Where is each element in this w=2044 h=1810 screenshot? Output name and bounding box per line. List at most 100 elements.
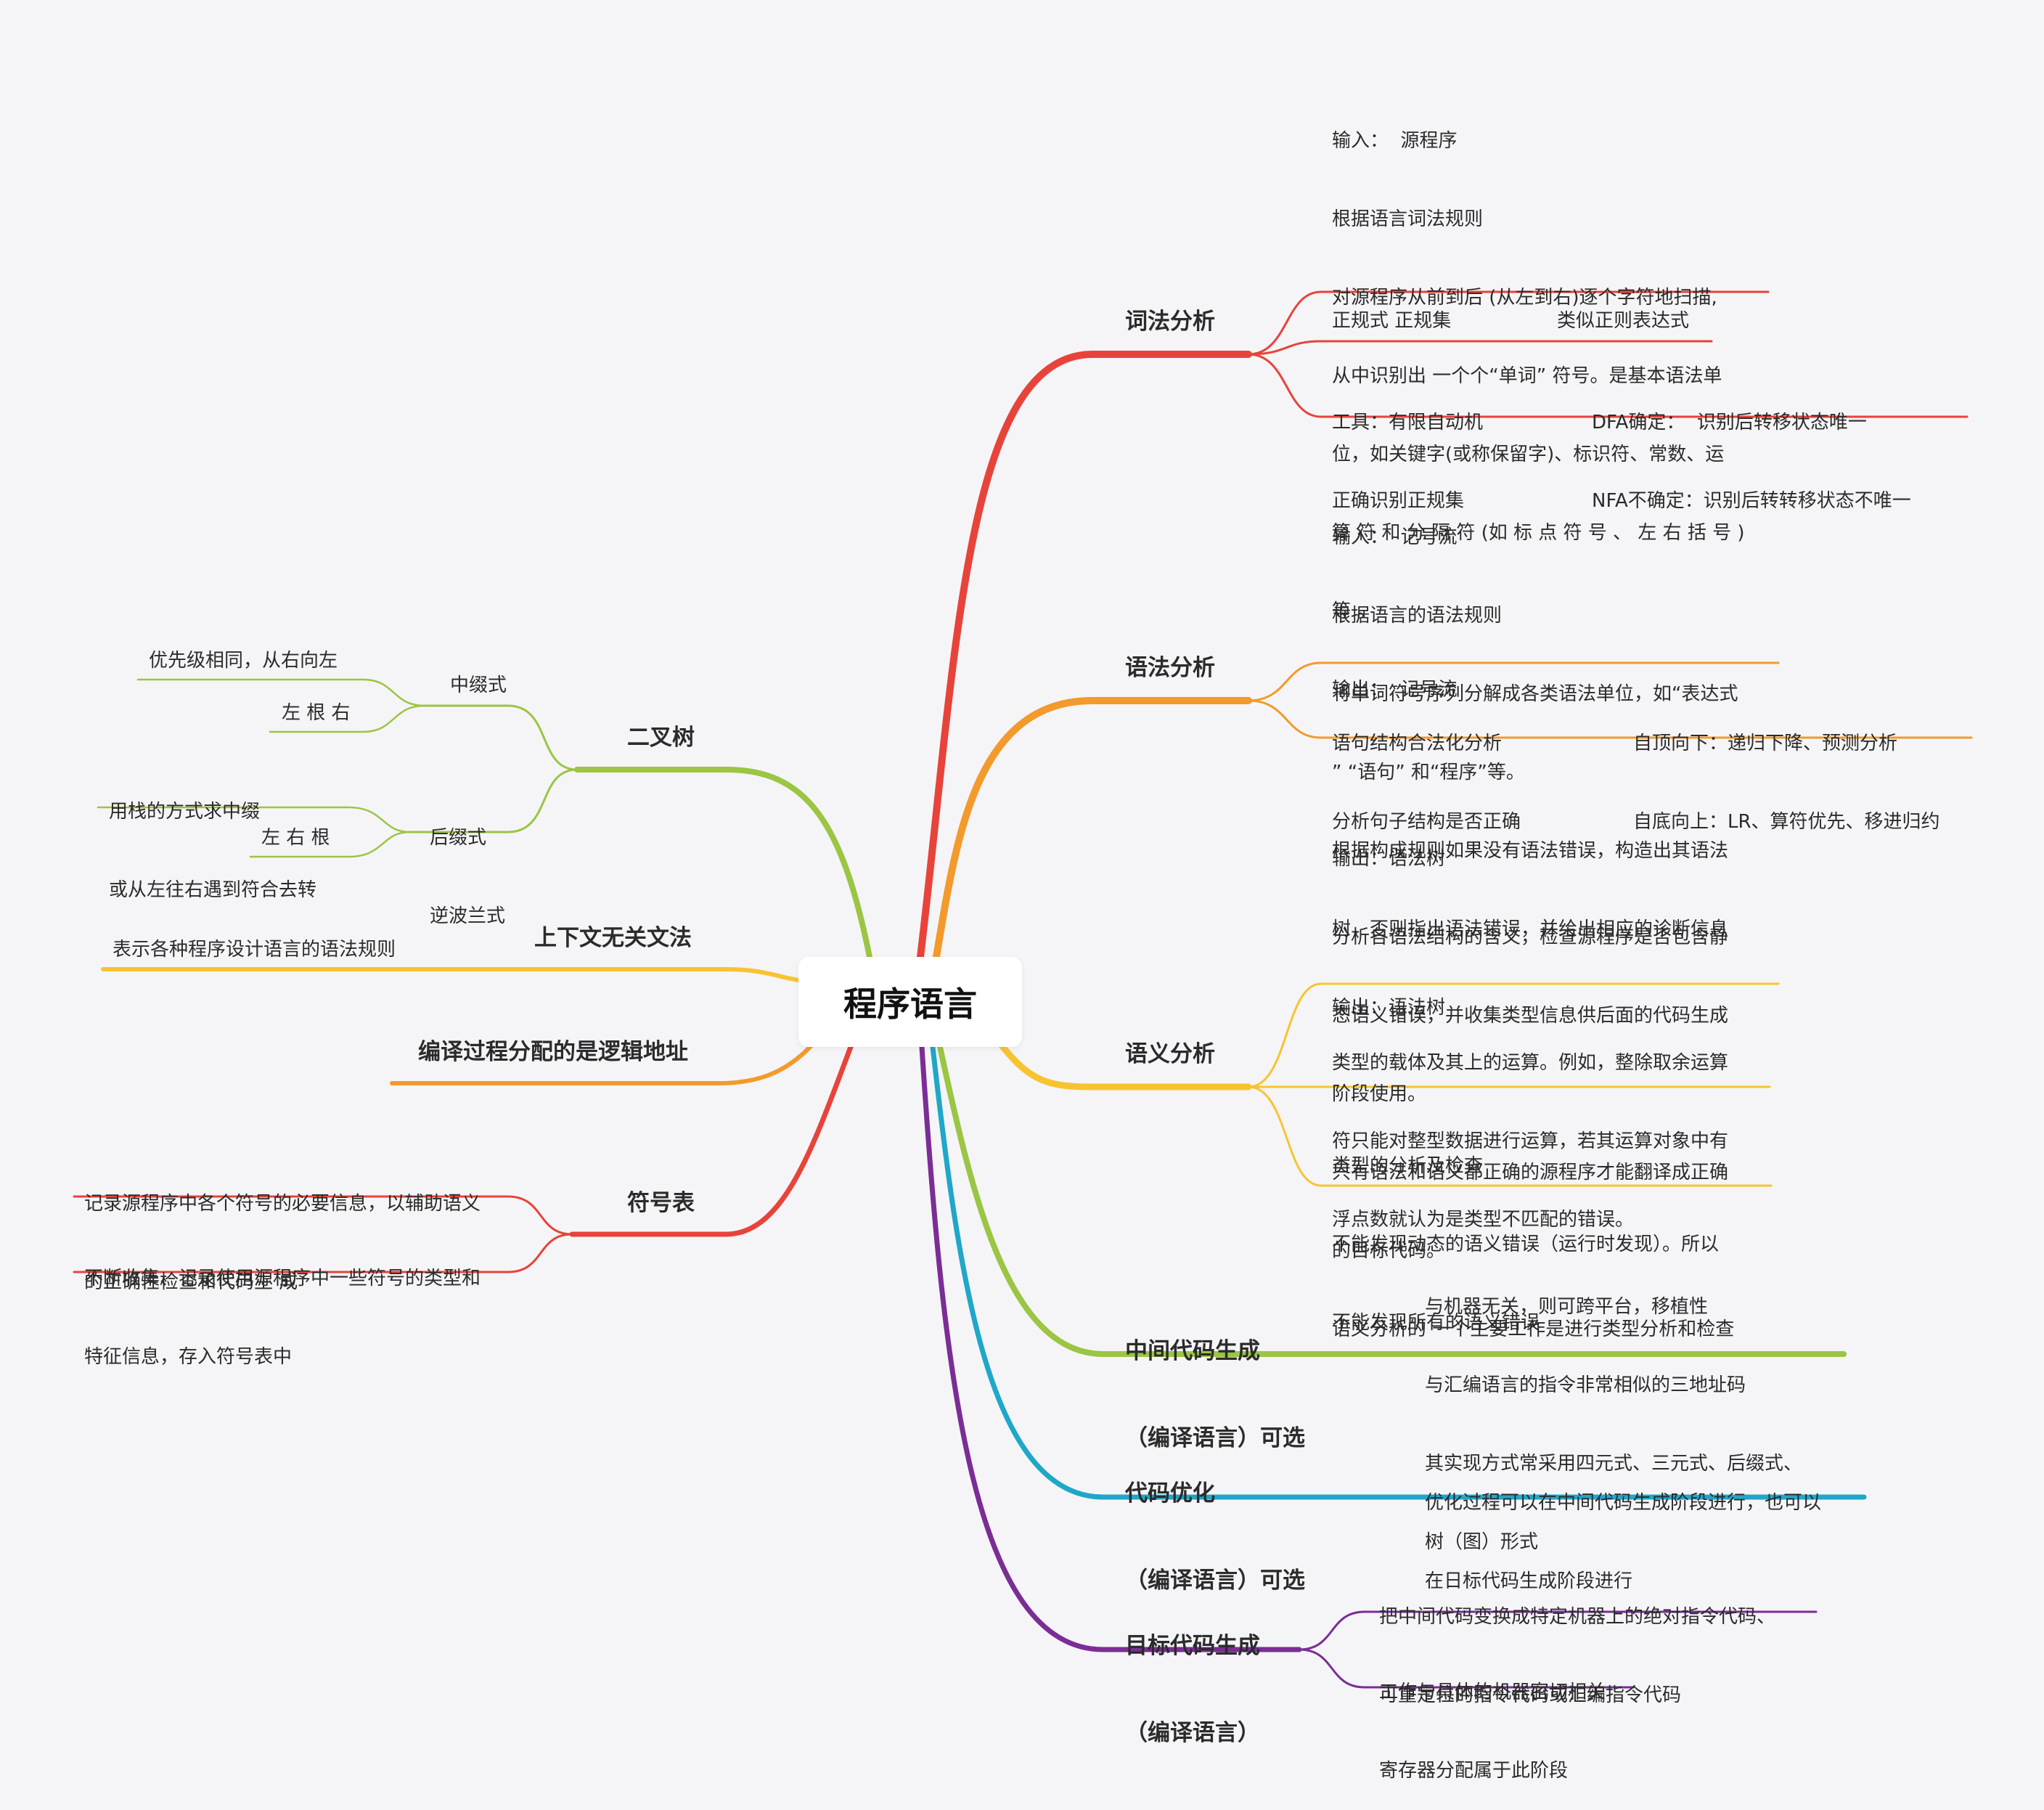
branch-logical bbox=[390, 1043, 814, 1085]
tree-sub-infix bbox=[423, 704, 579, 771]
lexical-tool[interactable]: 工具：有限自动机 正确识别正规集 bbox=[1332, 357, 1483, 540]
syntax-top-down: 自顶向下：递归下降、预测分析 bbox=[1633, 733, 1898, 754]
lexical-line: 输入： 源程序 bbox=[1332, 130, 1458, 152]
symbols-desc-2[interactable]: 不断收集、记录使用源程序中一些符号的类型和 特征信息，存入符号表中 bbox=[84, 1213, 481, 1396]
lexical-tool-line: 正确识别正规集 bbox=[1332, 490, 1465, 512]
tree-infix[interactable]: 中缀式 bbox=[450, 674, 507, 696]
semantic-desc: 输出：语法树 分析各语法结构的含义，检查源程序是否包含静 态语义错误，并收集类型… bbox=[1332, 794, 1734, 1369]
semantic-line: 输出：语法树 bbox=[1332, 848, 1446, 870]
optimize-desc[interactable]: 优化过程可以在中间代码生成阶段进行，也可以 在日标代码生成阶段进行 bbox=[1425, 1438, 1821, 1621]
intermediate-line: 与机器无关，则可跨平台，移植性 bbox=[1425, 1296, 1709, 1318]
tree-sub-postfix bbox=[409, 768, 579, 833]
semantic-line: 态语义错误，并收集类型信息供后面的代码生成 bbox=[1332, 1005, 1729, 1027]
intermediate-line: 与汇编语言的指令非常相似的三地址码 bbox=[1425, 1374, 1746, 1396]
cfg-title[interactable]: 上下文无关文法 bbox=[534, 925, 692, 951]
target-title[interactable]: 目标代码生成 （编译语言） bbox=[1125, 1573, 1260, 1777]
lexical-sub-3 bbox=[1247, 353, 1508, 418]
semantic-check[interactable]: 类型的分析及检查 不能发现动态的语义错误（运行时发现）。所以 不能发现所有的语义… bbox=[1332, 1101, 1719, 1362]
syntax-struct-line: 语句结构合法化分析 bbox=[1332, 733, 1503, 754]
lexical-line: 输出： 记号流 bbox=[1332, 679, 1458, 701]
intermediate-title-line: （编译语言）可选 bbox=[1125, 1425, 1305, 1451]
branch-syntax bbox=[933, 697, 1252, 961]
syntax-line: 根据构成规则如果没有语法错误，构造出其语法 bbox=[1332, 840, 1729, 862]
lexical-sub-1 bbox=[1247, 290, 1770, 356]
semantic-check-line: 不能发现所有的语义错误 bbox=[1332, 1312, 1540, 1334]
lexical-line: 根据语言词法规则 bbox=[1332, 208, 1484, 230]
lexical-desc: 输入： 源程序 根据语言词法规则 对源程序从前到后 (从左到右)逐个字符地扫描,… bbox=[1332, 76, 1745, 729]
lexical-line: 位，如关键字(或称保留字)、标识符、常数、运 bbox=[1332, 444, 1725, 465]
semantic-sub-1 bbox=[1247, 982, 1780, 1088]
lexical-tool-line: 工具：有限自动机 bbox=[1332, 412, 1484, 433]
tree-title[interactable]: 二叉树 bbox=[627, 725, 695, 751]
symbols-line: 记录源程序中各个符号的必要信息，以辅助语义 bbox=[84, 1193, 481, 1215]
branch-target bbox=[919, 1044, 1302, 1652]
syntax-line: ” “语句” 和“程序”等。 bbox=[1332, 762, 1525, 783]
infix-sub-1 bbox=[136, 678, 426, 707]
target-desc-1[interactable]: 把中间代码变换成特定机器上的绝对指令代码、 可重定位的指令代码或汇编指令代码 bbox=[1379, 1552, 1775, 1734]
target-desc-2[interactable]: 工作与具体的机器密切相关 寄存器分配属于此阶段 bbox=[1379, 1627, 1606, 1810]
syntax-bottom-up: 自底向上：LR、算符优先、移进归约 bbox=[1633, 811, 1940, 833]
semantic-line: 语义分析的 一个主要工作是进行类型分析和检查 bbox=[1332, 1318, 1735, 1340]
semantic-check-line: 不能发现动态的语义错误（运行时发现）。所以 bbox=[1332, 1234, 1720, 1255]
tree-postfix[interactable]: 后缀式 逆波兰式 bbox=[430, 772, 505, 955]
symbols-line: 特征信息，存入符号表中 bbox=[84, 1346, 293, 1368]
syntax-line: 根据语言的语法规则 bbox=[1332, 605, 1503, 627]
branch-lexical bbox=[917, 351, 1252, 961]
branch-intermediate bbox=[937, 1044, 1847, 1357]
cfg-note[interactable]: 表示各种程序设计语言的语法规则 bbox=[113, 939, 396, 961]
semantic-line: 阶段使用。 bbox=[1332, 1083, 1427, 1105]
target-line: 工作与具体的机器密切相关 bbox=[1379, 1681, 1606, 1703]
syntax-struct[interactable]: 语句结构合法化分析 分析句子结构是否正确 bbox=[1332, 678, 1521, 861]
target-title-line: 目标代码生成 bbox=[1125, 1633, 1260, 1659]
target-sub-2 bbox=[1298, 1648, 1635, 1689]
target-line: 把中间代码变换成特定机器上的绝对指令代码、 bbox=[1379, 1606, 1776, 1628]
lexical-line: 等 。 bbox=[1332, 600, 1376, 622]
syntax-struct-line: 分析句子结构是否正确 bbox=[1332, 811, 1521, 833]
lexical-automata[interactable]: DFA确定： 识别后转移状态唯一 NFA不确定：识别后转转移状态不唯一 bbox=[1592, 357, 1911, 540]
semantic-type-line: 浮点数就认为是类型不匹配的错误。 bbox=[1332, 1209, 1635, 1231]
branch-tree bbox=[574, 767, 872, 960]
optimize-title[interactable]: 代码优化 （编译语言）可选 bbox=[1125, 1421, 1305, 1624]
semantic-type-line: 符只能对整型数据进行运算，若其运算对象中有 bbox=[1332, 1130, 1729, 1152]
syntax-sub-2 bbox=[1247, 699, 1548, 739]
symbols-sub-2 bbox=[73, 1233, 573, 1273]
syntax-parsing[interactable]: 自顶向下：递归下降、预测分析 自底向上：LR、算符优先、移进归约 bbox=[1633, 678, 1940, 861]
branch-optimize bbox=[930, 1044, 1867, 1500]
lexical-regex[interactable]: 正规式 正规集 bbox=[1332, 310, 1452, 332]
semantic-title[interactable]: 语义分析 bbox=[1125, 1041, 1215, 1067]
target-title-line: （编译语言） bbox=[1125, 1720, 1260, 1746]
semantic-sub-3 bbox=[1247, 1085, 1773, 1187]
syntax-line: 树，否则指出语法错误，并给出相应的诊断信息 bbox=[1332, 918, 1729, 940]
lexical-title[interactable]: 词法分析 bbox=[1125, 309, 1215, 335]
tree-infix-order[interactable]: 左 根 右 bbox=[282, 702, 351, 724]
root-topic[interactable]: 程序语言 bbox=[798, 957, 1022, 1047]
target-line: 寄存器分配属于此阶段 bbox=[1379, 1760, 1569, 1782]
tree-postfix-rule[interactable]: 用栈的方式求中缀 或从左往右遇到符合去转 bbox=[109, 746, 316, 929]
intermediate-title[interactable]: 中间代码生成 （编译语言）可选 bbox=[1125, 1279, 1305, 1482]
tree-infix-rule[interactable]: 优先级相同，从右向左 bbox=[149, 650, 338, 672]
logical-title[interactable]: 编译过程分配的是逻辑地址 bbox=[418, 1039, 688, 1065]
symbols-line: 不断收集、记录使用源程序中一些符号的类型和 bbox=[84, 1268, 481, 1289]
optimize-title-line: 代码优化 bbox=[1125, 1480, 1215, 1507]
lexical-line: 算 符 和 分 隔 符 (如 标 点 符 号 、 左 右 括 号 ) bbox=[1332, 522, 1745, 544]
intermediate-line: 其实现方式常采用四元式、三元式、后缀式、 bbox=[1425, 1453, 1803, 1475]
lexical-dfa: DFA确定： 识别后转移状态唯一 bbox=[1592, 412, 1867, 433]
semantic-line: 的目标代码。 bbox=[1332, 1240, 1446, 1262]
target-sub-1 bbox=[1298, 1610, 1818, 1651]
semantic-type[interactable]: 类型的载体及其上的运算。例如，整除取余运算 符只能对整型数据进行运算，若其运算对… bbox=[1332, 998, 1728, 1259]
branch-cfg bbox=[101, 967, 801, 982]
symbols-title[interactable]: 符号表 bbox=[627, 1190, 695, 1216]
lexical-regex-note[interactable]: 类似正则表达式 bbox=[1557, 310, 1690, 332]
syntax-title[interactable]: 语法分析 bbox=[1125, 655, 1215, 681]
tree-postfix-order[interactable]: 左 右 根 bbox=[261, 827, 330, 849]
syntax-line: 输出：语法树 bbox=[1332, 997, 1446, 1019]
syntax-sub-1 bbox=[1247, 661, 1780, 702]
intermediate-desc[interactable]: 与机器无关，则可跨平台，移植性 与汇编语言的指令非常相似的三地址码 其实现方式常… bbox=[1425, 1242, 1802, 1581]
optimize-line: 优化过程可以在中间代码生成阶段进行，也可以 bbox=[1425, 1492, 1822, 1514]
symbols-desc-1[interactable]: 记录源程序中各个符号的必要信息，以辅助语义 的正确性检查和代码生 成 bbox=[84, 1138, 481, 1321]
semantic-check-line: 类型的分析及检查 bbox=[1332, 1155, 1484, 1177]
symbols-line: 的正确性检查和代码生 成 bbox=[84, 1271, 298, 1293]
syntax-line: 输入： 记号流 bbox=[1332, 526, 1458, 548]
lexical-nfa: NFA不确定：识别后转转移状态不唯一 bbox=[1592, 490, 1911, 512]
postfix-sub-1 bbox=[97, 806, 412, 833]
